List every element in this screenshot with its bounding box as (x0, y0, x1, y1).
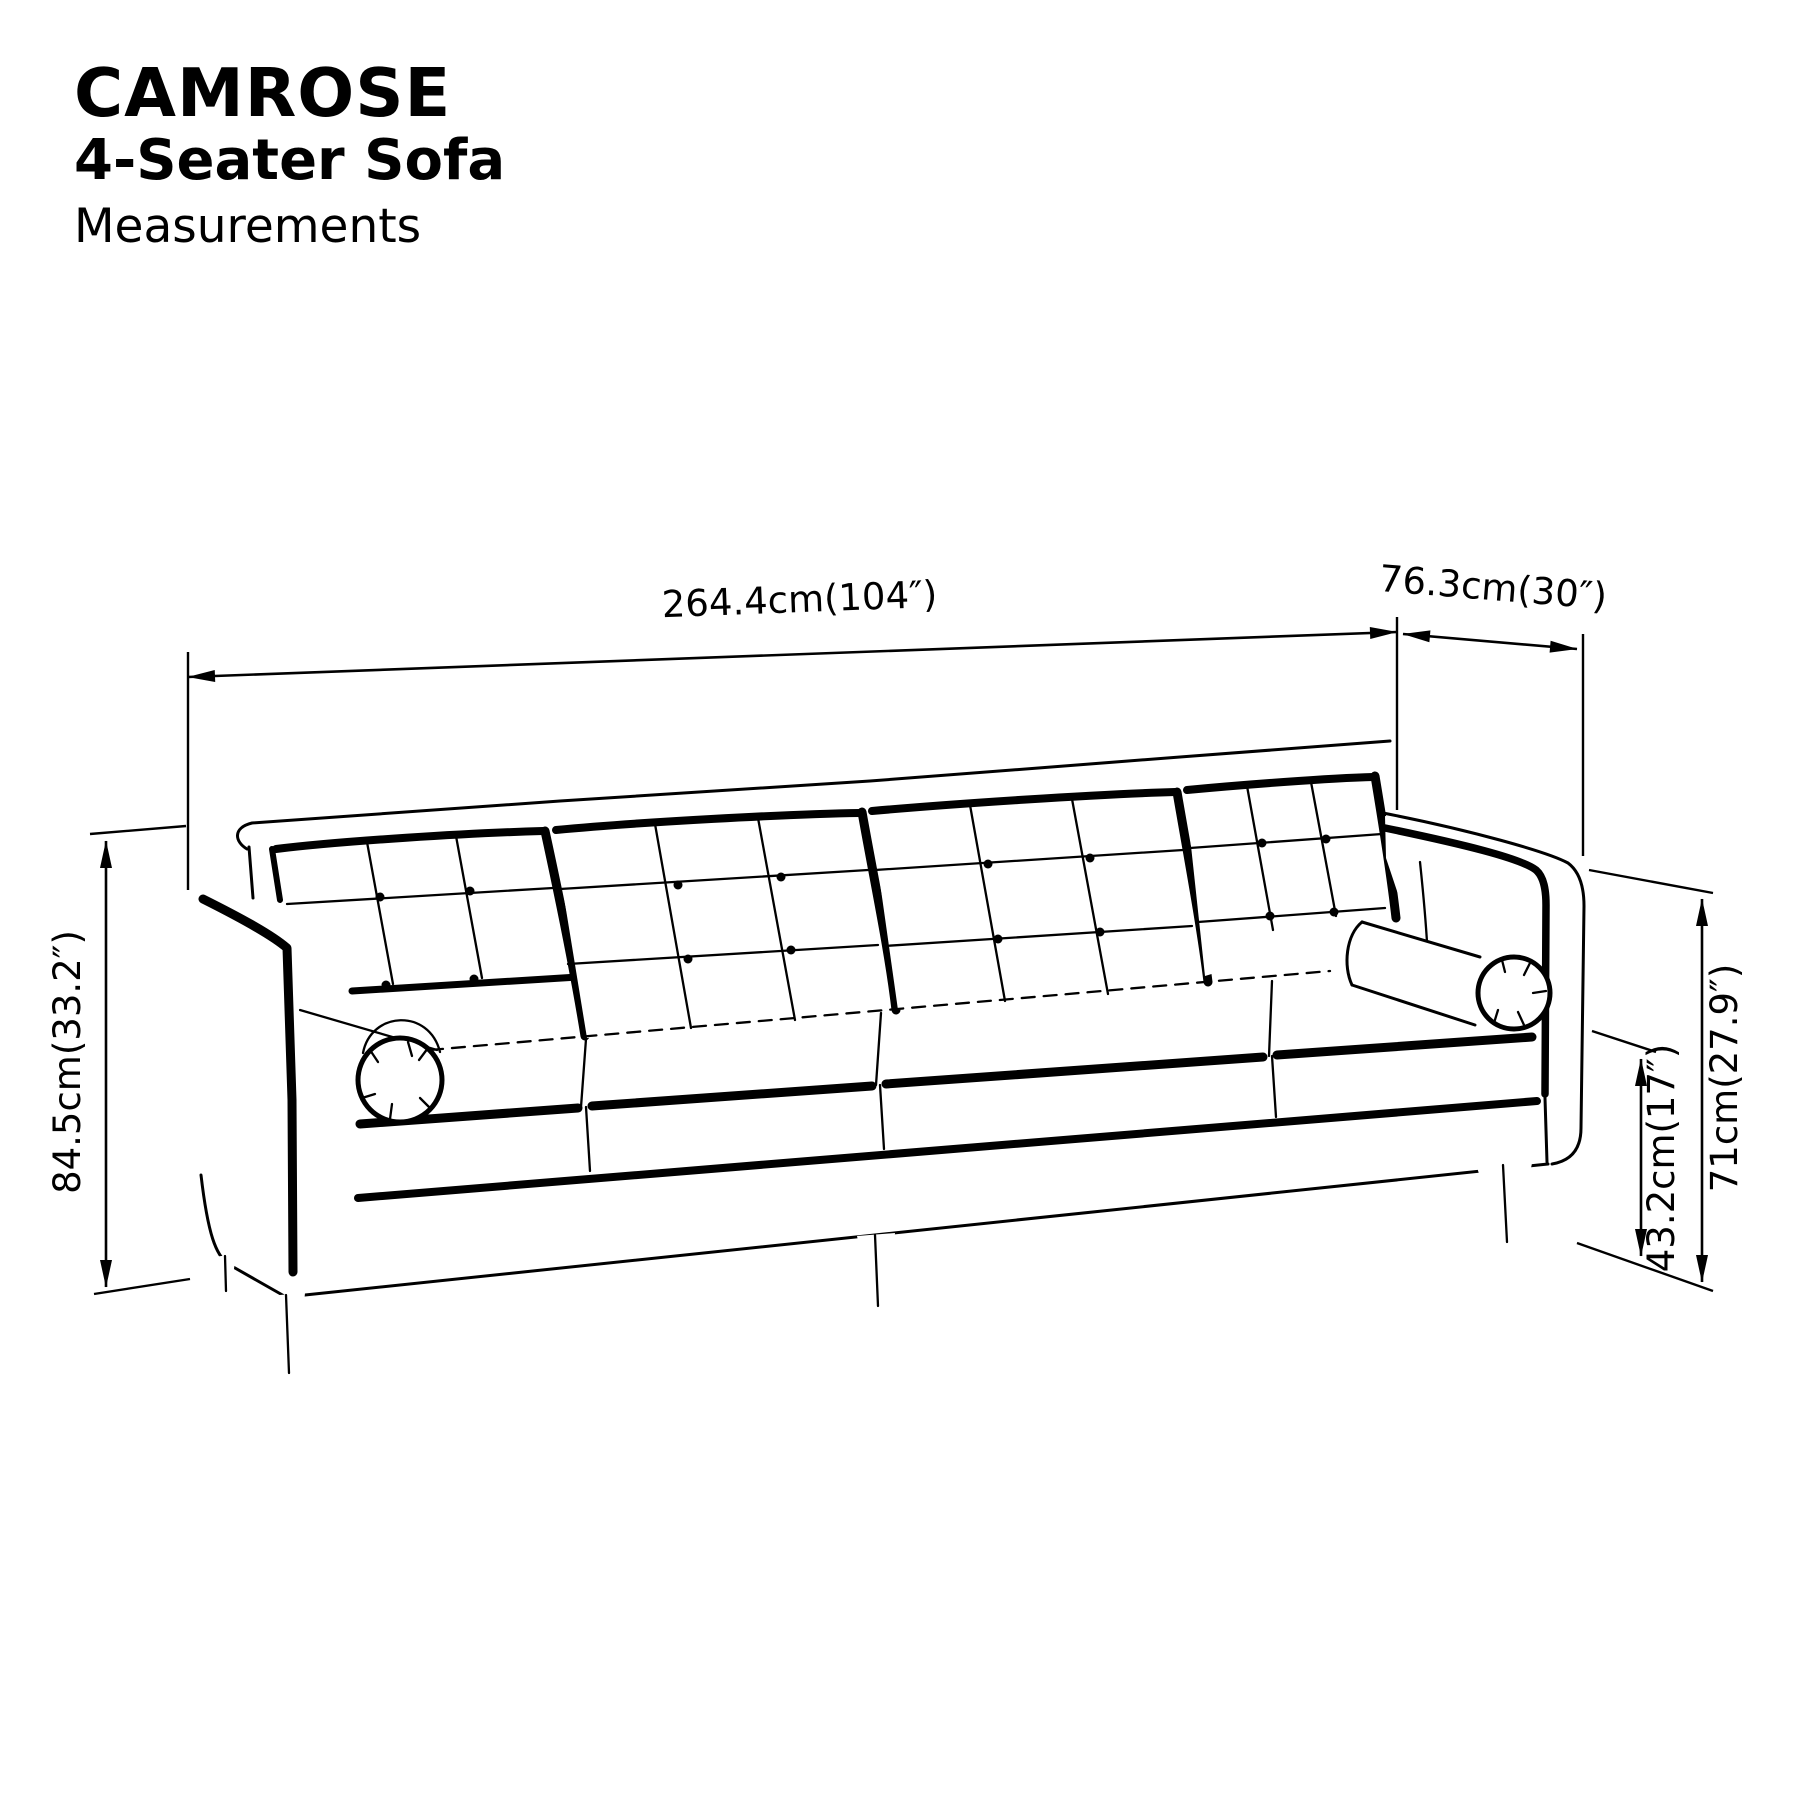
back-cushion-1 (269, 827, 585, 1048)
front-right-leg (1477, 1163, 1532, 1244)
title-block: CAMROSE 4-Seater Sofa Measurements (74, 58, 505, 254)
front-middle-leg (857, 1233, 895, 1308)
bolster-crease-marks (360, 1040, 432, 1121)
back-cushion-2 (552, 809, 896, 1038)
dimension-seat-height: 43.2cm(17″) (1591, 1029, 1683, 1273)
product-type-title: 4-Seater Sofa (74, 128, 506, 194)
dimension-depth: 76.3cm(30″) (1377, 557, 1609, 856)
dimension-arm-height: 71cm(27.9″) (1576, 868, 1746, 1293)
sofa-legs (214, 1163, 1532, 1375)
seat-height-label: 43.2cm(17″) (1640, 1044, 1683, 1273)
bolster-crease-marks (1492, 958, 1548, 1027)
left-arm (188, 886, 299, 1277)
sofa-drawing (188, 739, 1586, 1375)
back-cushion-3 (868, 788, 1208, 1010)
overall-height-label: 84.5cm(33.2″) (46, 930, 89, 1194)
product-brand-title: CAMROSE (74, 54, 452, 132)
arm-height-label: 71cm(27.9″) (1703, 964, 1746, 1193)
overall-width-label: 264.4cm(104″) (661, 573, 938, 627)
depth-label: 76.3cm(30″) (1377, 557, 1608, 618)
dimension-overall-width: 264.4cm(104″) (186, 573, 1399, 890)
front-left-leg (267, 1293, 305, 1375)
back-left-leg (214, 1254, 236, 1293)
dimension-overall-height: 84.5cm(33.2″) (46, 824, 191, 1296)
sofa-back-frame (236, 739, 1392, 900)
right-bolster-pillow (1345, 920, 1553, 1032)
back-cushion-4 (1183, 773, 1396, 976)
left-bolster-pillow (355, 1019, 445, 1125)
back-cushion-seam-2 (857, 807, 901, 1015)
back-cushion-seam-1 (540, 826, 590, 1041)
page-subtitle: Measurements (74, 198, 422, 254)
